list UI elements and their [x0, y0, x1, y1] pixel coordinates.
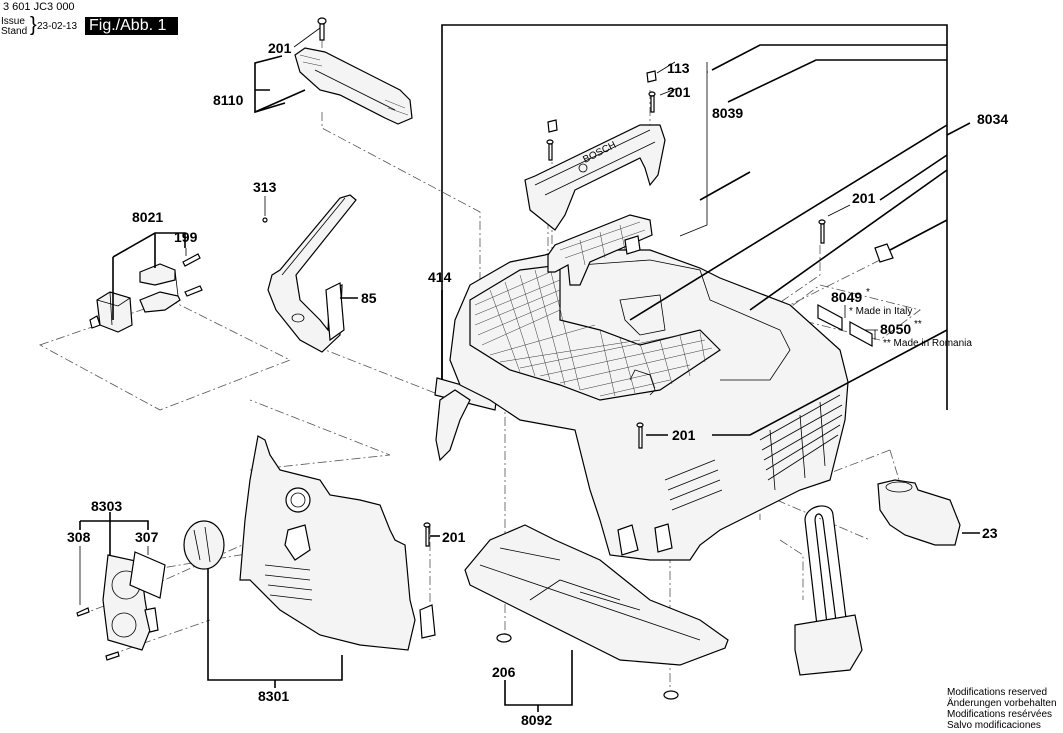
footer-line-es: Salvo modificaciones [947, 720, 1041, 731]
vent-slots [664, 394, 843, 511]
footer-line-fr: Modifications resérvées [947, 709, 1053, 720]
brace-glyph: } [30, 14, 37, 36]
part-85-hook[interactable] [267, 194, 357, 353]
callout-201[interactable]: 201 [268, 40, 292, 56]
footer-line-de: Änderungen vorbehalten [947, 698, 1057, 709]
part-201-screw-cover[interactable] [423, 522, 431, 547]
part-8301-side-cover[interactable] [239, 435, 436, 651]
issue-label: Issue Stand [1, 17, 27, 37]
part-8110-handle-grip[interactable] [294, 47, 413, 125]
drawing-number: 3 601 JC3 000 [3, 1, 75, 13]
callout-8092[interactable]: 8092 [521, 712, 552, 728]
callout-307[interactable]: 307 [135, 529, 159, 545]
callout-201[interactable]: 201 [852, 190, 876, 206]
callout-8303[interactable]: 8303 [91, 498, 122, 514]
part-8039-carry-handle[interactable]: BOSCH [524, 124, 666, 231]
callout-85[interactable]: 85 [361, 290, 377, 306]
callout-308[interactable]: 308 [67, 529, 91, 545]
part-313-small-pin[interactable] [262, 217, 268, 223]
issue-date: 23-02-13 [37, 21, 78, 32]
callout-8049-mark: * [866, 287, 870, 298]
footer-line-en: Modifications reserved [947, 687, 1048, 698]
part-201-screw-center[interactable] [636, 422, 644, 449]
callout-201[interactable]: 201 [672, 427, 696, 443]
callout-8301[interactable]: 8301 [258, 688, 289, 704]
issue-label-de: Stand [1, 26, 28, 37]
part-23-clip[interactable] [877, 479, 961, 546]
callout-8039[interactable]: 8039 [712, 105, 743, 121]
callout-199[interactable]: 199 [174, 229, 198, 245]
callout-414[interactable]: 414 [428, 269, 452, 285]
callout-8050-mark: ** [914, 319, 922, 330]
callout-201[interactable]: 201 [667, 84, 691, 100]
callout-313[interactable]: 313 [253, 179, 277, 195]
note-made-in-romania: ** Made in Romania [883, 338, 972, 349]
issue-label-en: Issue [1, 16, 25, 27]
grid-texture [474, 267, 713, 397]
callout-8021[interactable]: 8021 [132, 209, 163, 225]
leader-lines [79, 24, 980, 712]
part-8034-main-housing[interactable] [449, 249, 849, 561]
part-308-screws[interactable] [76, 607, 120, 661]
figure-label: Fig./Abb. 1 [85, 17, 178, 35]
part-113-plug[interactable] [547, 70, 657, 133]
part-8050-label[interactable] [849, 320, 873, 348]
callout-201[interactable]: 201 [442, 529, 466, 545]
callout-113[interactable]: 113 [667, 60, 690, 76]
callout-labels: 201 8110 113 201 8039 8034 201 313 8021 … [67, 40, 1008, 728]
part-201-screw-top[interactable] [317, 17, 327, 41]
callout-8034[interactable]: 8034 [977, 111, 1008, 127]
callout-8050[interactable]: 8050 [880, 321, 911, 337]
part-8039-handle-insert[interactable] [547, 214, 653, 286]
part-201-screws-handle[interactable] [546, 91, 656, 161]
part-8092-base-plate[interactable] [464, 524, 729, 666]
callout-8110[interactable]: 8110 [213, 92, 244, 108]
part-8049-label[interactable] [817, 303, 843, 331]
note-made-in-italy: * Made in Italy [849, 306, 912, 317]
part-8034-bracket[interactable] [874, 243, 894, 263]
part-8021-switch-assembly[interactable] [89, 253, 203, 333]
part-201-screw-right[interactable] [818, 219, 826, 244]
part-8301-knob[interactable] [183, 520, 225, 570]
callout-23[interactable]: 23 [982, 525, 998, 541]
part-wire-handle[interactable] [794, 505, 863, 676]
callout-206[interactable]: 206 [492, 664, 516, 680]
part-307-gasket[interactable] [129, 551, 166, 599]
modifications-notice: Modifications reserved Änderungen vorbeh… [947, 687, 1057, 731]
part-206-washer[interactable] [496, 633, 679, 700]
callout-8049[interactable]: 8049 [831, 289, 862, 305]
